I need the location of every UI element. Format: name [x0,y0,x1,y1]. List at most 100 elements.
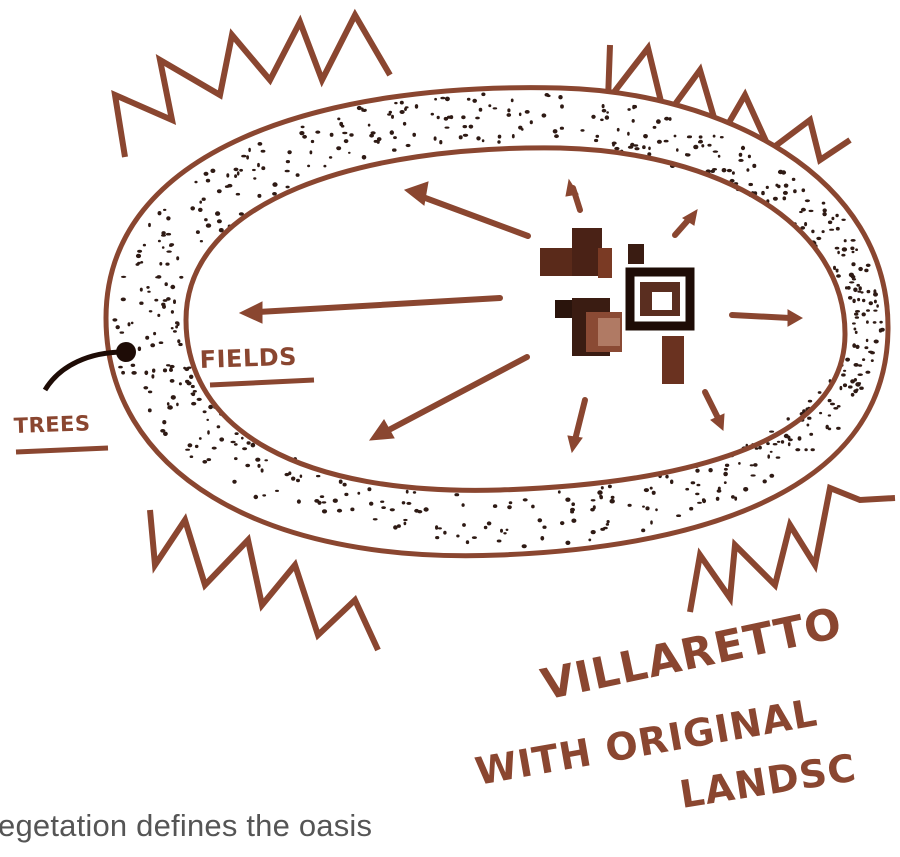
tree-dot [693,145,698,150]
tree-dot [665,475,668,479]
tree-dot [199,201,202,204]
tree-dot [855,248,858,251]
tree-dot [320,495,324,498]
tree-dot [440,97,445,100]
tree-dot [462,503,465,507]
tree-dot [723,472,728,477]
tree-dot [781,440,784,444]
tree-dot [835,214,838,217]
tree-dot [761,191,765,195]
tree-dot [177,339,180,343]
tree-dot [190,206,195,210]
tree-dot [171,310,174,314]
tree-dot [602,104,605,108]
tree-dot [487,521,492,525]
tree-dot [822,212,826,216]
tree-dot [357,492,360,495]
tree-dot [291,477,295,481]
tree-dot [348,152,351,154]
tree-dot [708,468,712,472]
tree-dot [206,223,211,227]
tree-dot [642,506,645,508]
expansion-arrows [240,180,802,452]
tree-dot [676,514,681,517]
tree-dot [518,126,522,130]
tree-dot [390,508,395,511]
tree-dot [826,425,829,430]
tree-dot [687,136,692,138]
tree-dot [865,371,870,374]
tree-dot [795,448,800,451]
tree-dot [763,479,767,483]
tree-dot [258,142,263,146]
tree-dot [158,211,162,215]
tree-dot [299,131,304,135]
tree-dot [670,480,673,485]
tree-dot [627,132,630,136]
tree-dot [545,93,550,97]
tree-dot [176,256,179,260]
tree-dot [783,191,788,195]
tree-dot [879,321,882,324]
tree-dot [166,364,170,366]
tree-dot [725,464,729,467]
figure-caption: egetation defines the oasis [0,808,372,844]
tree-dot [307,165,310,168]
tree-dot [802,188,806,192]
tree-dot [128,322,131,326]
tree-dot [173,299,176,304]
tree-dot [685,153,690,156]
tree-dot [143,244,146,247]
tree-dot [857,298,860,301]
tree-dot [143,386,148,389]
tree-dot [833,407,838,410]
tree-dot [245,464,250,467]
tree-dot [310,150,313,154]
tree-dot [717,489,722,493]
title-line-landscape: LANDSC [677,746,860,817]
tree-dot [371,131,376,134]
tree-dot [689,507,693,511]
tree-dot [858,382,861,384]
tree-dot [147,291,150,293]
tree-dot [311,140,314,143]
tree-dot [191,402,196,406]
tree-dot [136,254,141,258]
tree-dot [695,493,699,496]
tree-dot [149,310,153,312]
tree-dot [253,177,256,179]
tree-dot [866,339,869,342]
tree-dot [788,442,791,446]
tree-dot [844,239,847,242]
tree-dot [845,358,850,362]
tree-dot [161,234,166,237]
tree-dot [137,250,142,253]
tree-dot [843,370,846,372]
tree-dot [498,135,502,139]
tree-dot [445,127,450,129]
tree-dot [232,480,236,484]
tree-dot [538,518,543,522]
tree-dot [734,497,737,501]
tree-dot [653,126,657,129]
tree-dot [634,147,639,150]
tree-dot [748,155,751,159]
tree-dot [121,371,125,375]
tree-dot [144,371,148,376]
tree-dot [481,93,485,97]
tree-dot [591,115,595,119]
tree-dot [792,178,796,181]
tree-dot [512,134,515,138]
tree-dot [330,133,334,137]
tree-dot [219,437,224,441]
tree-dot [139,302,143,305]
tree-dot [163,209,166,211]
tree-dot [841,373,846,376]
tree-dot [148,408,152,412]
tree-dot [296,173,300,177]
tree-dot [191,392,195,396]
tree-dot [393,525,398,529]
tree-dot [301,126,305,129]
tree-dot [154,299,158,302]
